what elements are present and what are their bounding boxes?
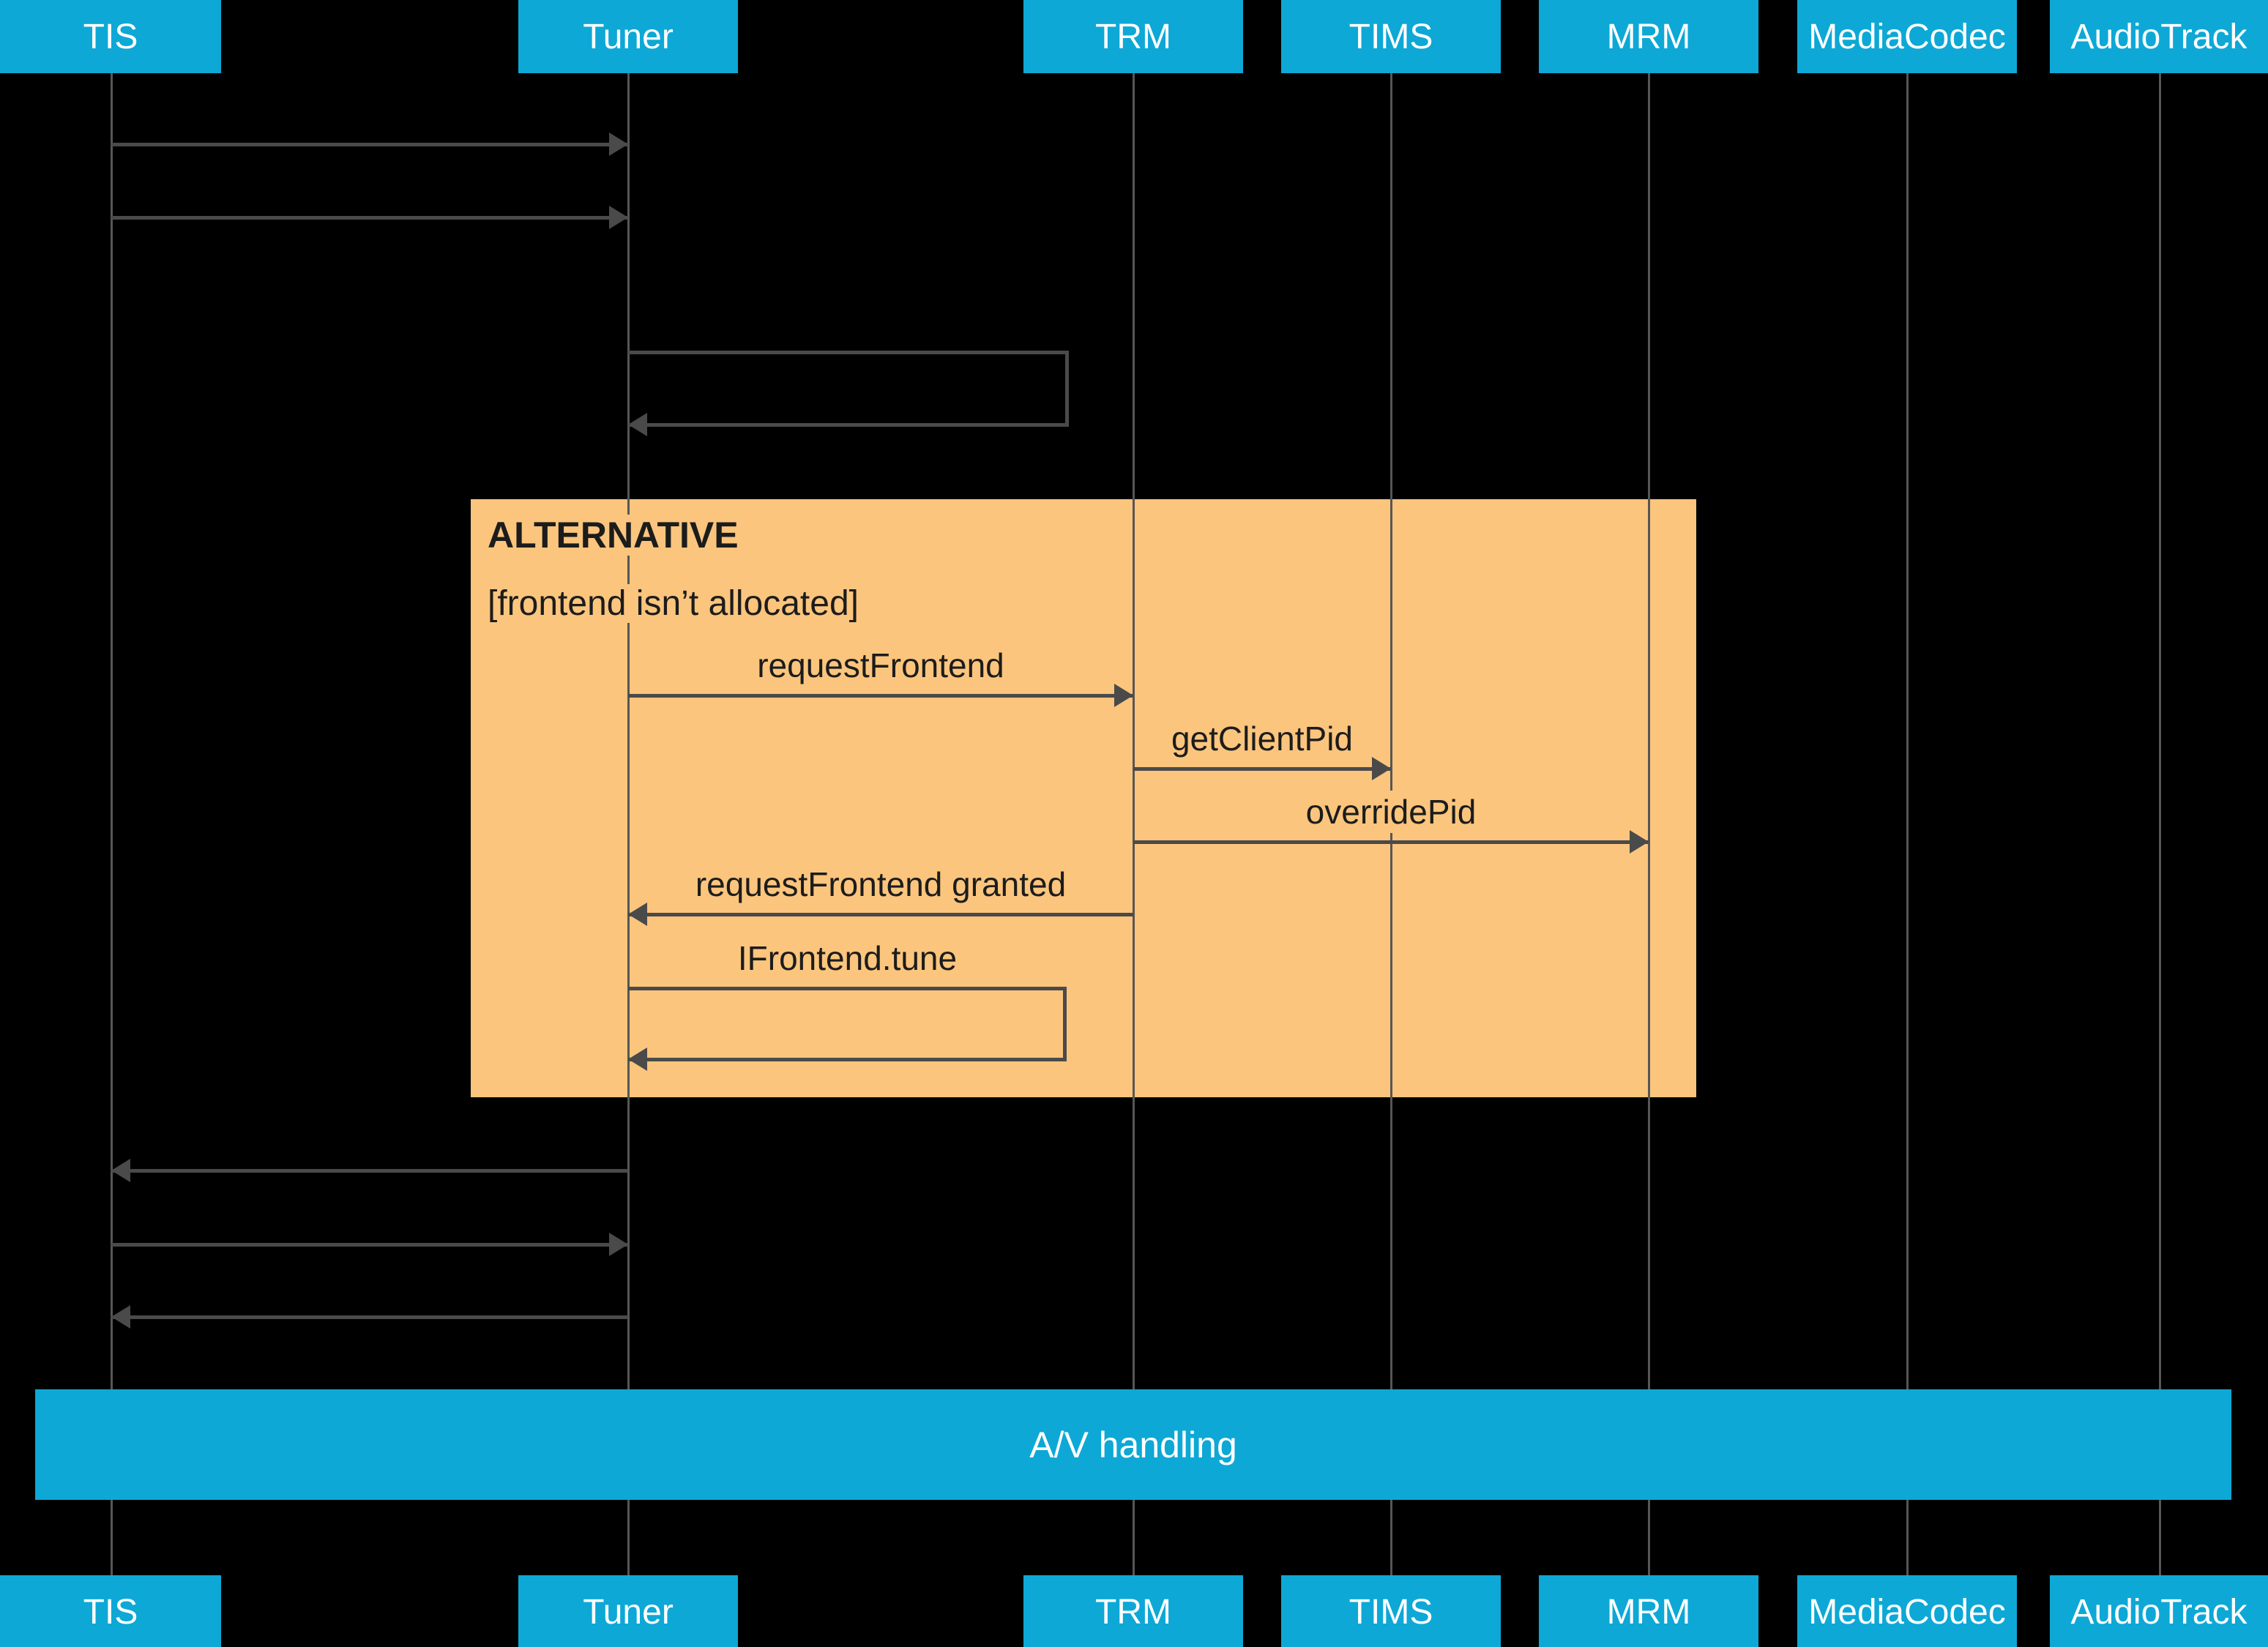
lifeline-TIS <box>111 73 113 1575</box>
lifeline-TRM <box>1133 73 1135 1575</box>
participant-label: MediaCodec <box>1808 17 2006 56</box>
participant-bottom-TIMS: TIMS <box>1281 1575 1501 1647</box>
message-arrow <box>111 1315 628 1319</box>
message-arrow <box>1133 840 1649 844</box>
participant-top-MRM: MRM <box>1539 0 1758 73</box>
self-message-top <box>628 987 1067 990</box>
arrowhead-left <box>628 413 647 436</box>
arrowhead-right <box>609 1233 628 1256</box>
participant-bottom-MRM: MRM <box>1539 1575 1758 1647</box>
participant-label: MRM <box>1606 1592 1691 1632</box>
lifeline-Tuner <box>627 73 630 1575</box>
participant-label: TIS <box>83 17 138 56</box>
lifeline-MediaCodec <box>1906 73 1909 1575</box>
participant-bottom-TRM: TRM <box>1023 1575 1243 1647</box>
arrowhead-right <box>1630 830 1649 854</box>
message-arrow <box>111 1169 628 1173</box>
participant-bottom-AudioTrack: AudioTrack <box>2050 1575 2268 1647</box>
self-message-return <box>628 1058 1064 1061</box>
message-arrow <box>1133 767 1391 771</box>
participant-bottom-MediaCodec: MediaCodec <box>1797 1575 2017 1647</box>
participant-label: TIS <box>83 1592 138 1632</box>
participant-label: Tuner <box>583 1592 674 1632</box>
lifeline-AudioTrack <box>2159 73 2161 1575</box>
arrowhead-right <box>609 206 628 229</box>
participant-label: AudioTrack <box>2070 1592 2248 1632</box>
alt-fragment-condition-text: [frontend isn’t allocated] <box>488 584 872 623</box>
alt-fragment-condition: [frontend isn’t allocated] <box>488 581 872 627</box>
av-handling-bar: A/V handling <box>35 1389 2231 1500</box>
arrowhead-right <box>609 132 628 156</box>
participant-label: MediaCodec <box>1808 1592 2006 1632</box>
participant-bottom-Tuner: Tuner <box>518 1575 738 1647</box>
participant-top-TIS: TIS <box>0 0 221 73</box>
participant-label: TRM <box>1095 1592 1171 1632</box>
message-arrow <box>628 913 1133 916</box>
message-arrow <box>111 143 628 146</box>
arrowhead-left <box>111 1305 130 1329</box>
self-message-side <box>1065 351 1069 427</box>
message-arrow <box>111 1243 628 1247</box>
self-message-return <box>628 423 1067 427</box>
alt-fragment-title-text: ALTERNATIVE <box>488 515 752 556</box>
participant-label: TIMS <box>1349 1592 1433 1632</box>
self-message-top <box>628 351 1069 354</box>
arrowhead-right <box>1372 757 1391 780</box>
participant-label: Tuner <box>583 17 674 56</box>
arrowhead-left <box>628 1047 647 1071</box>
participant-top-TRM: TRM <box>1023 0 1243 73</box>
message-arrow <box>628 694 1133 698</box>
participant-top-TIMS: TIMS <box>1281 0 1501 73</box>
participant-top-AudioTrack: AudioTrack <box>2050 0 2268 73</box>
arrowhead-right <box>1114 684 1133 707</box>
participant-top-MediaCodec: MediaCodec <box>1797 0 2017 73</box>
av-handling-label: A/V handling <box>1029 1424 1237 1465</box>
participant-label: MRM <box>1606 17 1691 56</box>
participant-label: TRM <box>1095 17 1171 56</box>
self-message-side <box>1063 987 1067 1061</box>
lifeline-TIMS <box>1390 73 1392 1575</box>
alt-fragment-title: ALTERNATIVE <box>488 512 752 558</box>
participant-label: TIMS <box>1349 17 1433 56</box>
participant-bottom-TIS: TIS <box>0 1575 221 1647</box>
lifeline-MRM <box>1648 73 1650 1575</box>
arrowhead-left <box>628 903 647 926</box>
arrowhead-left <box>111 1159 130 1182</box>
participant-top-Tuner: Tuner <box>518 0 738 73</box>
participant-label: AudioTrack <box>2070 17 2248 56</box>
message-arrow <box>111 216 628 220</box>
